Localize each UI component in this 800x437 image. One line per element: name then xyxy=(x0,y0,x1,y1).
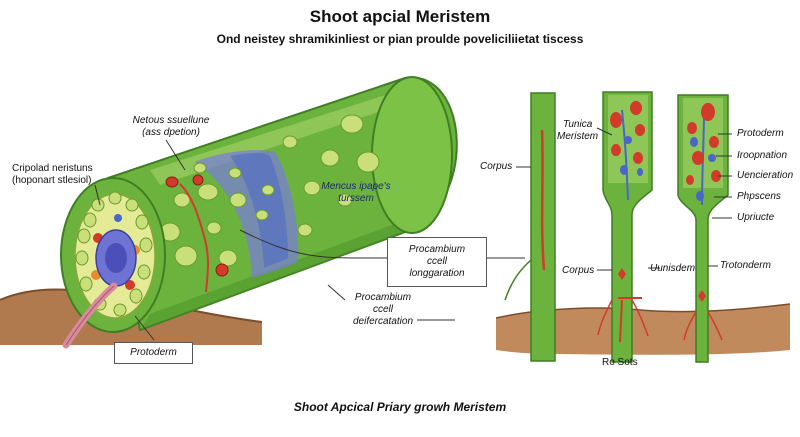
label-netous-line1: Netous ssuellune xyxy=(132,115,210,126)
label-corpus-bottom: Corpus xyxy=(562,265,595,276)
label-procambium-2-line1: Procambium xyxy=(354,292,412,303)
leader-lines-right xyxy=(516,127,732,271)
page-subtitle: Ond neistey shramikinliest or pian proul… xyxy=(216,32,584,46)
label-procambium-1-line1: Procambium xyxy=(408,244,466,255)
soil-right xyxy=(496,304,790,355)
label-uencieration: Uencieration xyxy=(737,170,794,181)
label-tunica-line2: Meristem xyxy=(557,131,599,142)
label-cripolad-line2: (hoponart stlesiol) xyxy=(12,175,92,186)
label-iroopnation: Iroopnation xyxy=(737,150,788,161)
label-protoderm-right: Protoderm xyxy=(737,128,784,139)
label-unisdem: Uunisdem xyxy=(650,263,696,274)
right-stem-2 xyxy=(597,91,653,363)
root-strand-outline xyxy=(65,285,115,346)
figure-caption: Shoot Apcical Priary growh Meristem xyxy=(293,400,507,414)
label-procambium-1-line3: longgaration xyxy=(409,268,465,279)
label-tunica: Tunica Meristem xyxy=(557,119,598,143)
stem-end-cap xyxy=(371,76,453,234)
label-inner: Mencus ipape's turssem xyxy=(318,181,394,205)
label-procambium-2: Procambium ccell deifercatation xyxy=(340,292,426,328)
cylinder-red-strand xyxy=(179,183,209,293)
label-cripolad: Cripolad neristuns (hoponart stlesiol) xyxy=(12,163,93,187)
label-procambium-2-line2: ccell xyxy=(372,304,393,315)
right-stem-3 xyxy=(677,94,729,363)
label-inner-line2: turssem xyxy=(338,193,374,204)
label-procambium-1: Procambium ccell longgaration xyxy=(409,244,465,280)
stem-cylinder-shade xyxy=(140,160,451,330)
label-netous-line2: (ass dpetion) xyxy=(142,127,200,138)
right-stem-1 xyxy=(504,92,556,362)
label-tunica-line1: Tunica xyxy=(563,119,593,130)
cylinder-cells xyxy=(159,114,380,267)
label-cripolad-line1: Cripolad neristuns xyxy=(12,163,93,174)
label-netous: Netous ssuellune (ass dpetion) xyxy=(123,115,219,139)
procambium-box: Procambium ccell longgaration xyxy=(387,237,487,287)
leader-lines-left xyxy=(94,139,525,341)
label-upriucte: Upriucte xyxy=(737,212,775,223)
label-procambium-1-line2: ccell xyxy=(426,256,447,267)
protoderm-box: Protoderm xyxy=(114,342,193,364)
label-phpscens: Phpscens xyxy=(737,191,781,202)
label-corpus-top: Corpus xyxy=(480,161,513,172)
label-ro-sots: Ro Sots xyxy=(602,357,638,368)
label-protoderm-box: Protoderm xyxy=(130,347,177,358)
cross-section-core xyxy=(105,243,127,273)
cylinder-red-cells xyxy=(165,174,229,277)
label-inner-line1: Mencus ipape's xyxy=(321,181,391,192)
label-trotonderm: Trotonderm xyxy=(720,260,771,271)
label-procambium-2-line3: deifercatation xyxy=(352,316,414,327)
page-title: Shoot apcial Meristem xyxy=(309,7,491,26)
